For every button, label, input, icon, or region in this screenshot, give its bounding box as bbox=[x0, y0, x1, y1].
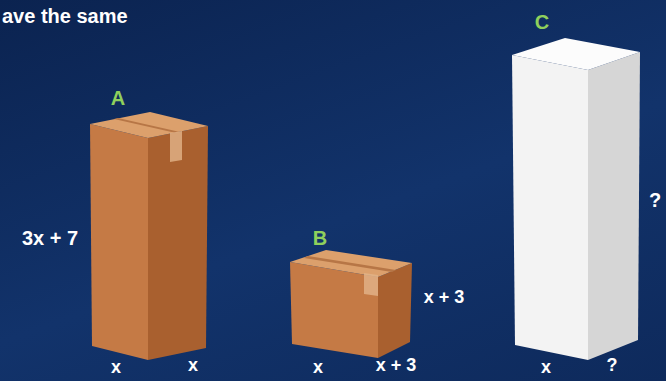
box-top bbox=[512, 38, 640, 70]
dimension-label: 3x + 7 bbox=[22, 227, 78, 249]
box-a bbox=[90, 112, 208, 360]
dimension-label: x bbox=[313, 358, 323, 378]
box-face bbox=[148, 126, 208, 360]
box-face bbox=[588, 52, 640, 360]
dimension-label: x + 3 bbox=[424, 288, 465, 308]
tape bbox=[170, 131, 182, 162]
box-top bbox=[290, 250, 412, 277]
dimension-label: x bbox=[188, 356, 198, 376]
dimension-label: x bbox=[541, 358, 551, 378]
box-face bbox=[378, 263, 412, 358]
box-top bbox=[90, 112, 208, 138]
dimension-label: x bbox=[111, 358, 121, 378]
box-face bbox=[90, 124, 148, 360]
box-b bbox=[290, 250, 412, 358]
box-letter: B bbox=[313, 227, 327, 249]
tape bbox=[364, 273, 378, 296]
unknown-dimension: ? bbox=[649, 189, 661, 211]
tape bbox=[304, 256, 396, 272]
box-letter: A bbox=[111, 87, 125, 109]
box-face bbox=[290, 262, 378, 358]
box-letter: C bbox=[535, 11, 549, 33]
box-c bbox=[512, 38, 640, 360]
unknown-dimension: ? bbox=[607, 356, 618, 376]
box-face bbox=[512, 55, 588, 360]
dimension-label: x + 3 bbox=[376, 356, 417, 376]
tape bbox=[114, 118, 180, 133]
heading-fragment: ave the same bbox=[2, 5, 128, 27]
